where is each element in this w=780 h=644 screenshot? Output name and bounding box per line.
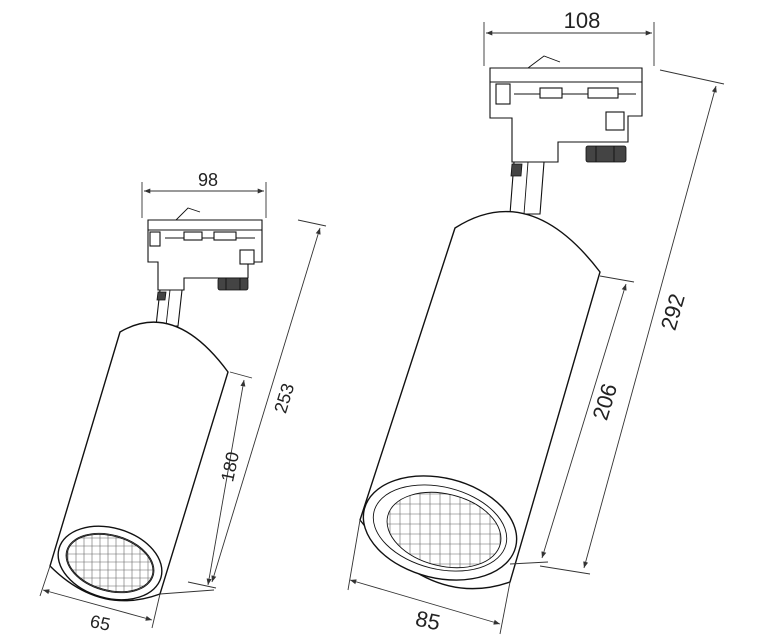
small-dim-diameter-label: 65: [88, 611, 112, 635]
large-dim-adapter-width: 108: [483, 8, 655, 66]
small-dim-adapter-width: 98: [141, 170, 267, 218]
small-neck: [155, 289, 183, 327]
large-neck: [509, 161, 545, 215]
large-dim-adapter-width-label: 108: [564, 8, 601, 33]
small-lamp-body: [49, 321, 229, 602]
small-dim-total-length-label: 253: [270, 381, 298, 416]
small-track-adapter: [147, 207, 263, 291]
large-lamp-body: [359, 210, 601, 590]
large-dim-diameter: 85: [347, 519, 511, 636]
large-dim-body-length-label: 206: [588, 381, 623, 423]
small-dim-body-length-label: 180: [217, 450, 243, 484]
large-dim-diameter-label: 85: [413, 606, 442, 636]
small-adapter-knob: [217, 277, 249, 291]
small-dim-diameter: 65: [39, 565, 161, 635]
small-dim-adapter-width-label: 98: [198, 170, 218, 190]
large-track-adapter: [489, 55, 643, 163]
large-adapter-knob: [585, 145, 627, 163]
large-dim-total-length-label: 292: [656, 291, 690, 333]
large-lamp: 108 85 206 292: [347, 8, 725, 636]
small-lamp: 98 65 180 253: [39, 170, 327, 635]
